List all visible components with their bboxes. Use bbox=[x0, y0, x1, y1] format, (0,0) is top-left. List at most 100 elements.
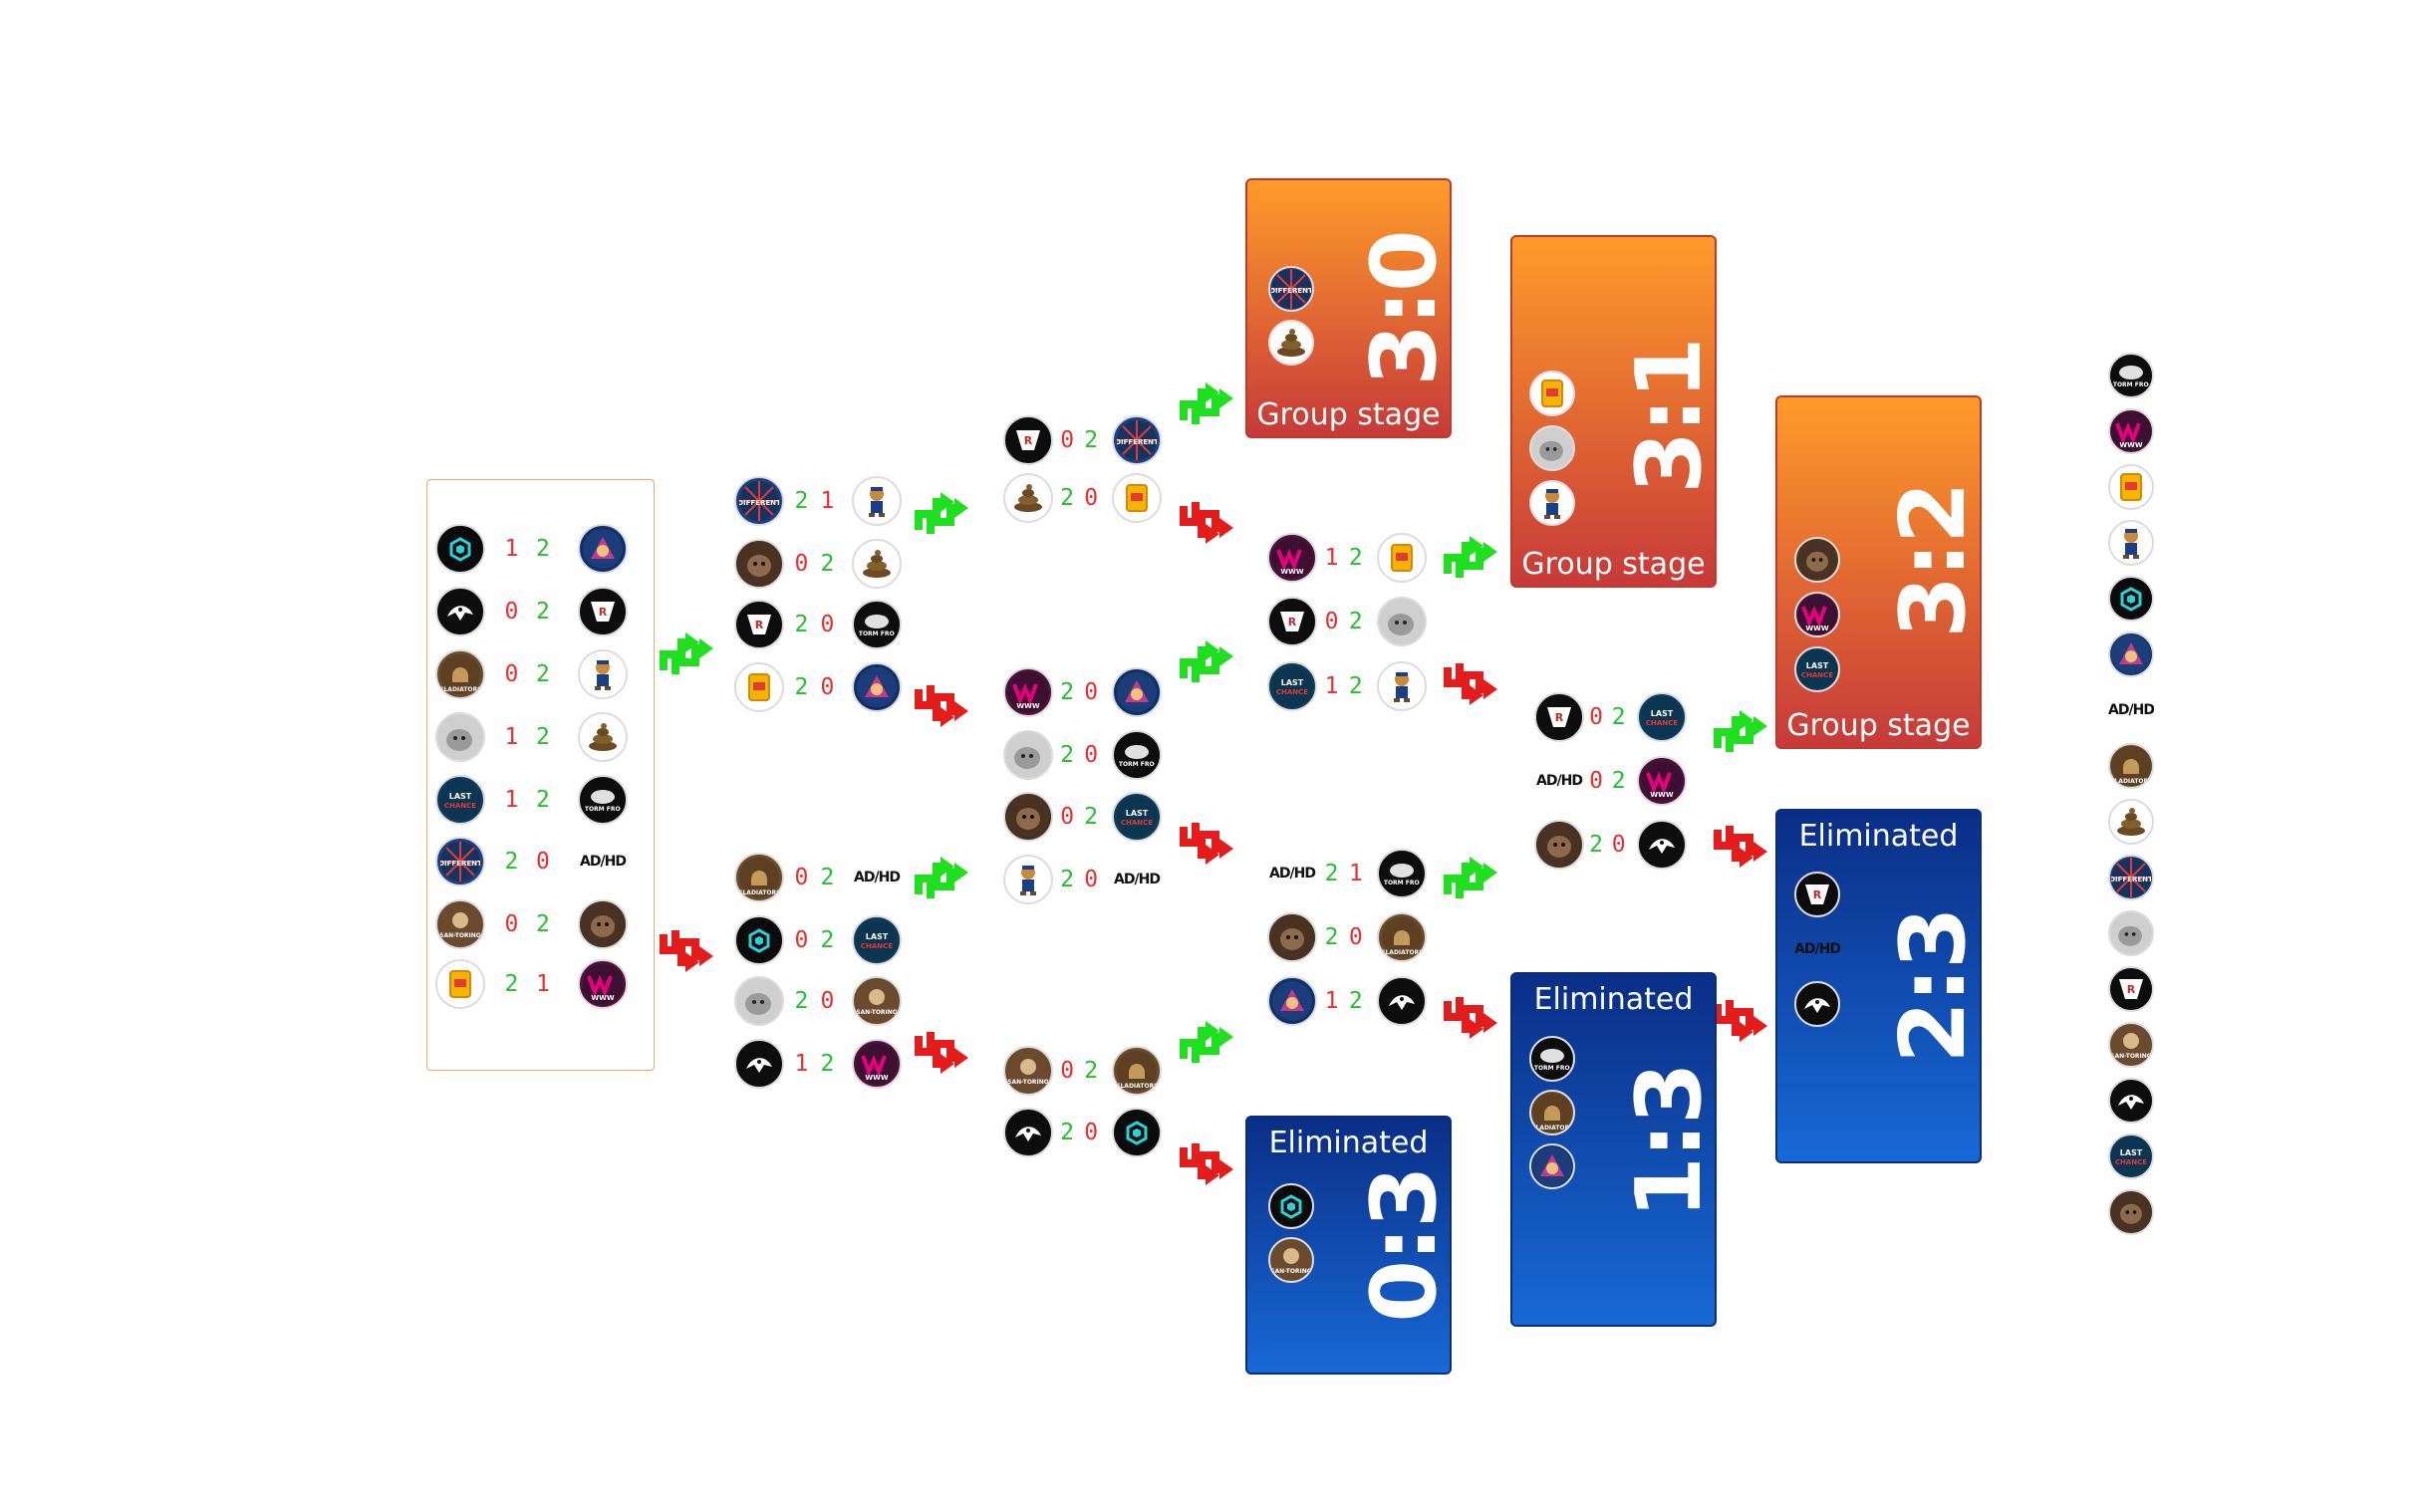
different-icon: DIFFERENT bbox=[1268, 266, 1314, 312]
rr-crest-icon: R bbox=[578, 587, 628, 636]
poop-icon bbox=[1003, 473, 1053, 523]
cat-photo-icon bbox=[1003, 730, 1053, 780]
drop-arrow-icon bbox=[1710, 820, 1769, 880]
score-right: 0 bbox=[1084, 742, 1099, 768]
score-right: 0 bbox=[1084, 867, 1099, 892]
fro-wolf-icon bbox=[2108, 1078, 2154, 1124]
svg-text:SAN-TORINO: SAN-TORINO bbox=[440, 932, 480, 939]
advance-arrow-icon bbox=[1710, 700, 1769, 760]
score-right: 2 bbox=[536, 911, 550, 937]
svg-text:CHANCE: CHANCE bbox=[1646, 719, 1678, 727]
score-right: 2 bbox=[1348, 609, 1363, 634]
adhd-wordmark-icon: AD/HD bbox=[1536, 772, 1583, 789]
svg-text:WWW: WWW bbox=[1280, 568, 1303, 576]
score-right: 2 bbox=[1348, 988, 1363, 1014]
score-right: 2 bbox=[1084, 1058, 1099, 1084]
score-right: 0 bbox=[1084, 485, 1099, 511]
blade-warrior-icon bbox=[1112, 667, 1162, 717]
svg-text:WWW: WWW bbox=[1650, 791, 1673, 799]
score-left: 0 bbox=[1060, 427, 1075, 453]
score-left: 0 bbox=[1589, 768, 1603, 794]
police-dog-icon bbox=[1529, 480, 1575, 526]
score-left: 2 bbox=[794, 488, 809, 514]
adhd-wordmark-icon: AD/HD bbox=[854, 869, 901, 885]
www-team-icon: WWW bbox=[852, 1039, 902, 1089]
score-right: 2 bbox=[820, 551, 835, 577]
score-right: 2 bbox=[820, 1051, 835, 1077]
san-torino-icon: SAN-TORINO bbox=[852, 976, 902, 1026]
svg-text:CHANCE: CHANCE bbox=[444, 802, 476, 810]
score-left: 2 bbox=[1060, 1120, 1075, 1145]
drop-arrow-icon bbox=[1176, 817, 1235, 877]
drop-arrow-icon bbox=[911, 679, 970, 739]
www-team-icon: WWW bbox=[578, 959, 628, 1009]
score-right: 2 bbox=[536, 599, 550, 625]
svg-text:SAN-TORINO: SAN-TORINO bbox=[1271, 1268, 1311, 1275]
gladiator-helmet-icon: GLADIATORS bbox=[2108, 743, 2154, 789]
svg-text:SAN-TORINO: SAN-TORINO bbox=[1008, 1079, 1048, 1086]
advance-arrow-icon bbox=[1176, 1011, 1235, 1071]
adhd-wordmark-icon: AD/HD bbox=[1794, 940, 1840, 957]
cat-photo-icon bbox=[734, 976, 784, 1026]
fro-wolf-icon bbox=[435, 587, 485, 636]
svg-text:DIFFERENT: DIFFERENT bbox=[440, 860, 480, 868]
card-label: Eliminated bbox=[1268, 1126, 1429, 1160]
svg-text:DIFFERENT: DIFFERENT bbox=[739, 499, 779, 507]
blade-warrior-icon bbox=[578, 524, 628, 574]
score-left: 1 bbox=[794, 1051, 809, 1077]
gladiator-helmet-icon: GLADIATORS bbox=[1529, 1090, 1575, 1135]
score-left: 2 bbox=[794, 674, 809, 700]
drop-arrow-icon bbox=[1440, 991, 1499, 1051]
www-team-icon: WWW bbox=[1794, 592, 1840, 637]
score-left: 0 bbox=[1589, 704, 1603, 730]
score-right: 2 bbox=[536, 536, 550, 562]
svg-text:CHANCE: CHANCE bbox=[2115, 1158, 2147, 1166]
svg-text:SAN-TORINO: SAN-TORINO bbox=[857, 1009, 897, 1016]
drop-arrow-icon bbox=[1710, 994, 1769, 1054]
score-right: 0 bbox=[1084, 1120, 1099, 1145]
drop-arrow-icon bbox=[1440, 657, 1499, 717]
score-right: 0 bbox=[536, 849, 550, 875]
score-left: 2 bbox=[1324, 924, 1339, 950]
fro-wolf-icon bbox=[1637, 820, 1687, 870]
rr-crest-icon: R bbox=[1794, 872, 1840, 917]
svg-text:R: R bbox=[1813, 888, 1822, 901]
score-left: 0 bbox=[794, 927, 809, 953]
score-right: 1 bbox=[1348, 861, 1363, 886]
drop-arrow-icon bbox=[1176, 496, 1235, 556]
score-left: 0 bbox=[504, 661, 519, 687]
advance-arrow-icon bbox=[1176, 373, 1235, 432]
chips-bag-icon bbox=[1529, 371, 1575, 416]
different-icon: DIFFERENT bbox=[435, 837, 485, 886]
score-right: 0 bbox=[1348, 924, 1363, 950]
score-left: 1 bbox=[1324, 988, 1339, 1014]
svg-text:GLADIATORS: GLADIATORS bbox=[2111, 778, 2151, 785]
card-record: 0:3 bbox=[1352, 1167, 1457, 1323]
cube-tile-icon bbox=[1112, 1108, 1162, 1157]
blade-warrior-icon bbox=[2108, 631, 2154, 677]
cube-tile-icon bbox=[2108, 576, 2154, 622]
card-label: Group stage bbox=[1786, 708, 1971, 743]
score-left: 2 bbox=[504, 971, 519, 997]
poop-icon bbox=[2108, 799, 2154, 845]
svg-text:R: R bbox=[1288, 616, 1297, 629]
chips-bag-icon bbox=[1112, 473, 1162, 523]
www-team-icon: WWW bbox=[1003, 667, 1053, 717]
score-left: 2 bbox=[1060, 742, 1075, 768]
score-right: 2 bbox=[1611, 704, 1626, 730]
svg-text:R: R bbox=[1024, 434, 1033, 447]
svg-text:R: R bbox=[599, 606, 608, 619]
score-left: 2 bbox=[1324, 861, 1339, 886]
advance-arrow-icon bbox=[911, 847, 970, 906]
score-right: 2 bbox=[1348, 545, 1363, 571]
police-dog-icon bbox=[1003, 855, 1053, 904]
score-left: 1 bbox=[504, 536, 519, 562]
rr-crest-icon: R bbox=[1534, 692, 1584, 742]
chips-bag-icon bbox=[1377, 533, 1427, 583]
